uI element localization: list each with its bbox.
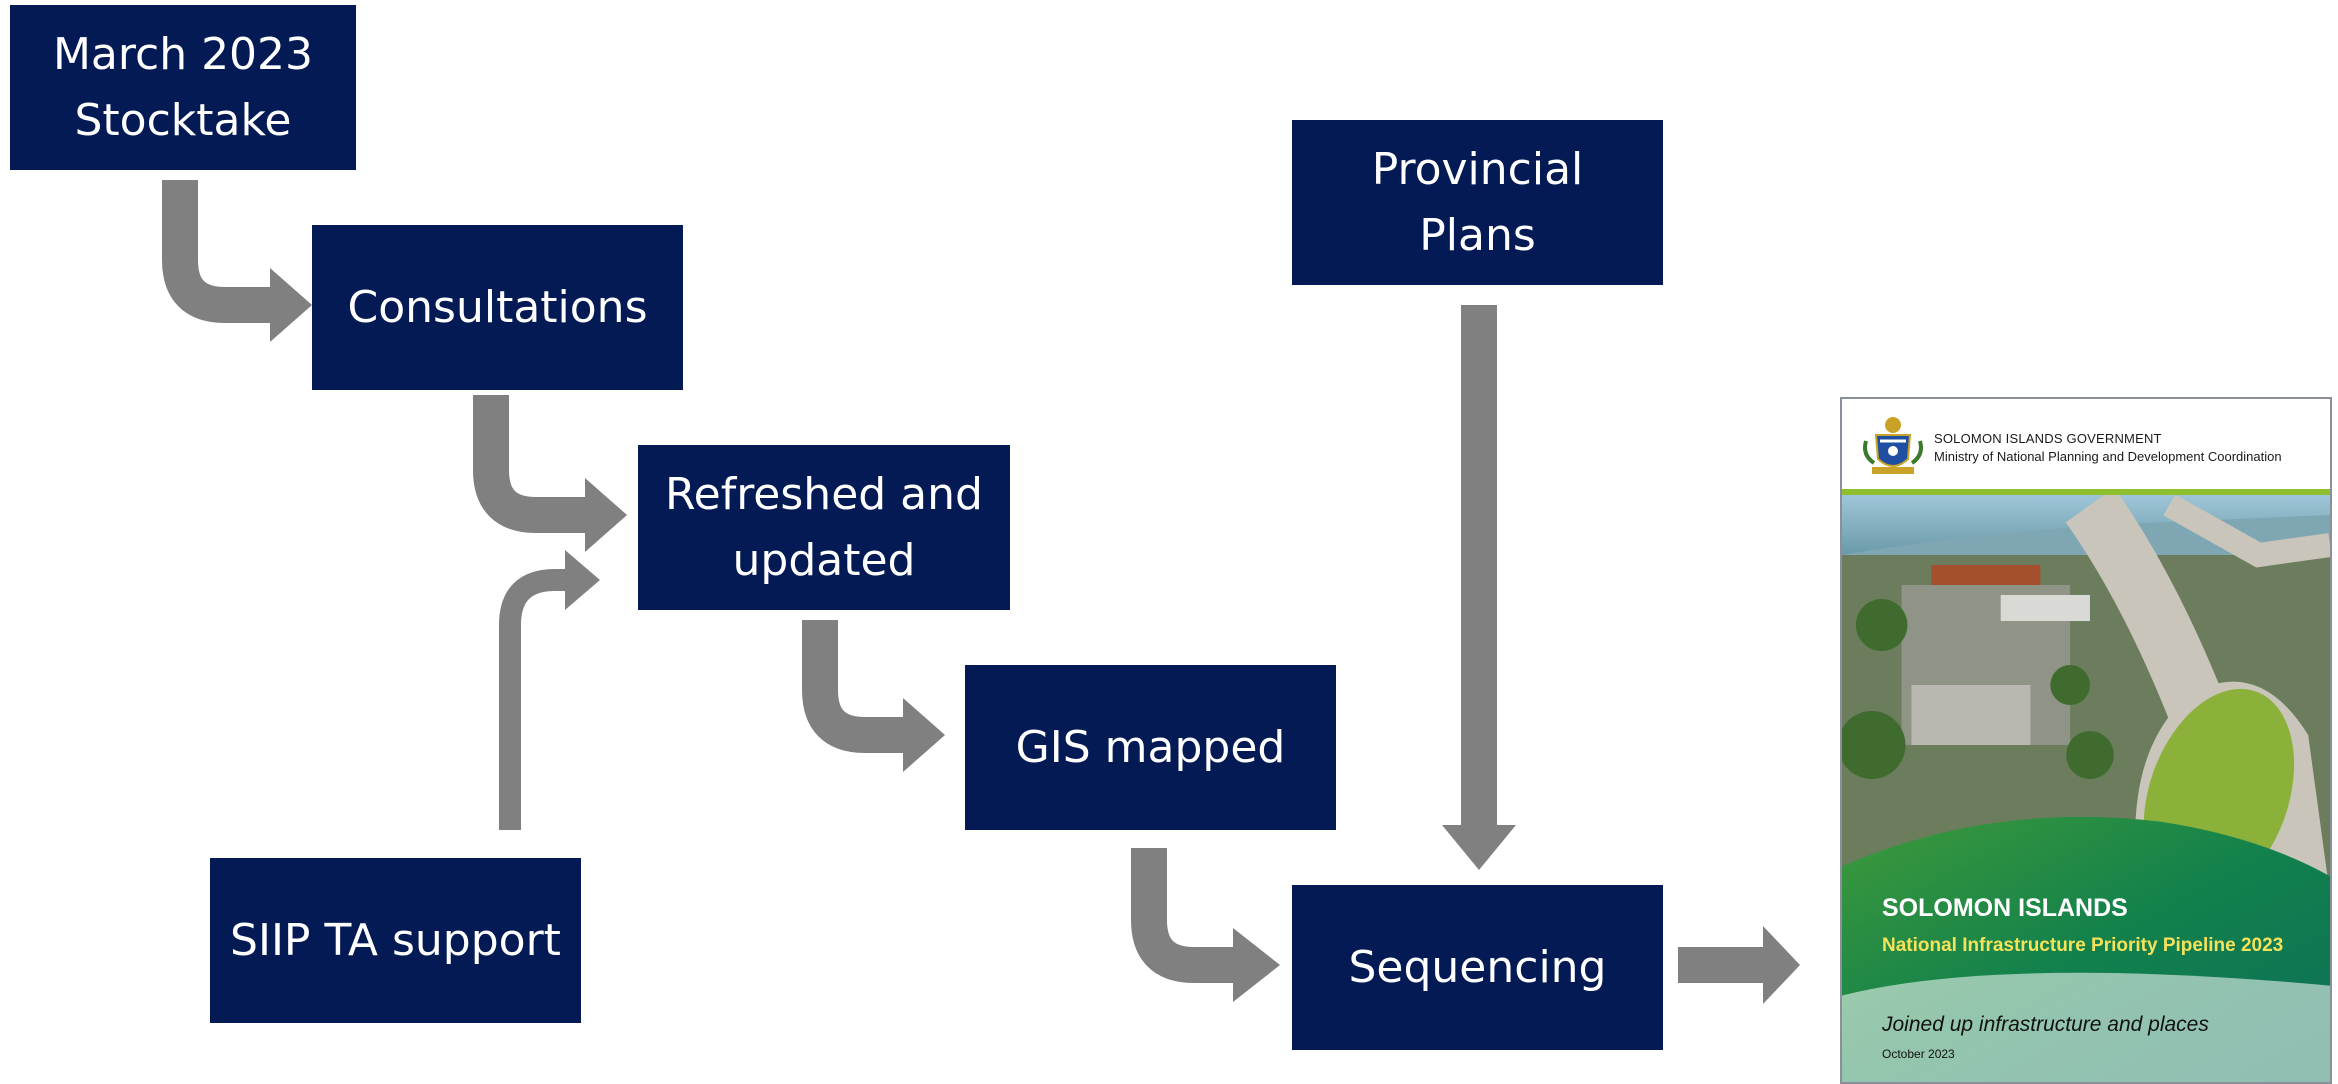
cover-header: SOLOMON ISLANDS GOVERNMENT Ministry of N…	[1842, 399, 2330, 491]
cover-title: SOLOMON ISLANDS	[1882, 894, 2128, 922]
coat-of-arms-icon	[1863, 417, 1923, 474]
arrow-consultations-to-refreshed	[473, 395, 587, 533]
box-siip-ta-support: SIIP TA support	[210, 858, 581, 1023]
box-march-stocktake: March 2023 Stocktake	[10, 5, 356, 170]
cover-header-rule	[1842, 489, 2330, 495]
box-provincial-plans: Provincial Plans	[1292, 120, 1663, 285]
cover-gov-line1: SOLOMON ISLANDS GOVERNMENT	[1934, 431, 2162, 446]
box-march-stocktake-label: March 2023 Stocktake	[52, 28, 314, 146]
box-refreshed-updated-label: Refreshed and updated	[665, 468, 983, 586]
box-consultations-label: Consultations	[347, 281, 648, 333]
arrow-gis-to-sequencing	[1131, 848, 1235, 983]
arrow-siip-to-refreshed	[499, 569, 568, 830]
cover-subtitle: National Infrastructure Priority Pipelin…	[1882, 935, 2284, 956]
box-refreshed-updated: Refreshed and updated	[638, 445, 1010, 610]
cover-aerial-photo	[1842, 495, 2330, 895]
box-gis-mapped: GIS mapped	[965, 665, 1336, 830]
box-gis-mapped-label: GIS mapped	[1015, 721, 1286, 773]
box-sequencing: Sequencing	[1292, 885, 1663, 1050]
box-siip-ta-support-label: SIIP TA support	[230, 914, 561, 966]
cover-date: October 2023	[1882, 1047, 1955, 1061]
box-consultations: Consultations	[312, 225, 683, 390]
cover-gov-line2: Ministry of National Planning and Develo…	[1934, 449, 2282, 464]
report-cover: SOLOMON ISLANDS GOVERNMENT Ministry of N…	[1840, 397, 2332, 1084]
cover-tagline: Joined up infrastructure and places	[1882, 1013, 2209, 1036]
arrow-refreshed-to-gis	[802, 620, 905, 753]
box-sequencing-label: Sequencing	[1348, 941, 1607, 993]
box-provincial-plans-label: Provincial Plans	[1371, 143, 1584, 261]
arrow-march-to-consultations	[162, 180, 272, 323]
